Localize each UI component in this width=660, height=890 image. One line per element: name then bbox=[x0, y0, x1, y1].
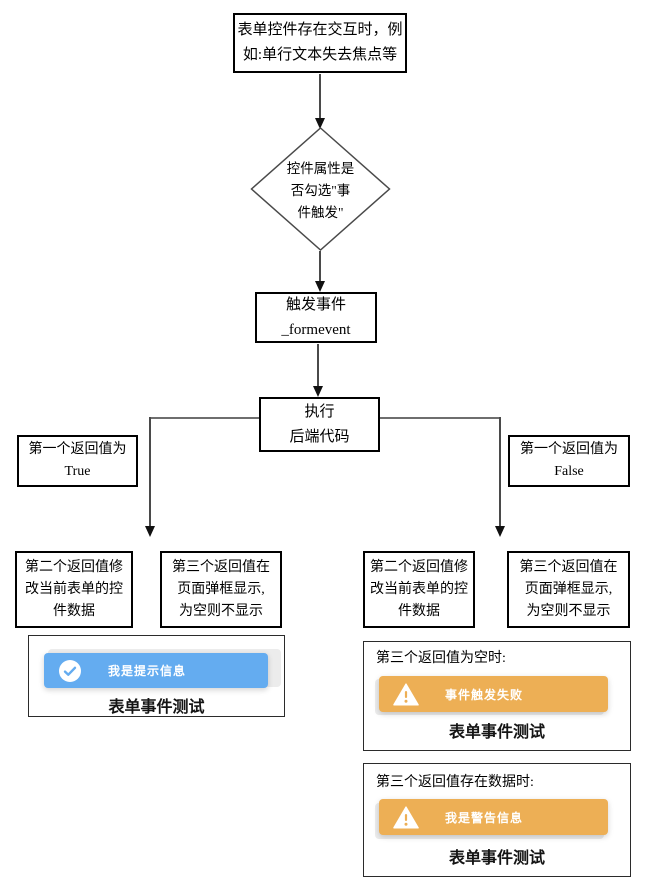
flow-node-true-third-return: 第三个返回值在 页面弹框显示, 为空则不显示 bbox=[160, 551, 282, 628]
flow-node-false-third-return: 第三个返回值在 页面弹框显示, 为空则不显示 bbox=[507, 551, 630, 628]
flow-node-false-second-return: 第二个返回值修 改当前表单的控 件数据 bbox=[363, 551, 475, 628]
arrowhead-start-decision bbox=[315, 118, 325, 129]
flow-node-false-second-return-text: 第二个返回值修 改当前表单的控 件数据 bbox=[370, 559, 468, 619]
arrowhead-branch-true bbox=[145, 526, 155, 537]
check-circle-icon bbox=[59, 659, 81, 682]
flow-node-trigger-text: 触发事件 _formevent bbox=[281, 296, 351, 338]
flow-node-true-label-text: 第一个返回值为 True bbox=[28, 442, 127, 479]
flow-node-false-label-text: 第一个返回值为 False bbox=[520, 442, 618, 479]
connector-branch-false-vertical bbox=[499, 417, 501, 526]
form-title: 表单事件测试 bbox=[108, 699, 205, 716]
form-title: 表单事件测试 bbox=[448, 724, 545, 741]
arrowhead-decision-trigger bbox=[315, 281, 325, 292]
connector-branch-false-horizontal bbox=[380, 417, 501, 419]
flow-node-true-second-return-text: 第二个返回值修 改当前表单的控 件数据 bbox=[25, 559, 123, 619]
connector-branch-true-vertical bbox=[149, 417, 151, 526]
decision-diamond-shape bbox=[250, 127, 391, 251]
arrowhead-branch-false bbox=[495, 526, 505, 537]
flow-node-true-second-return: 第二个返回值修 改当前表单的控 件数据 bbox=[15, 551, 133, 628]
connector-start-decision bbox=[319, 74, 321, 118]
flow-node-false-label: 第一个返回值为 False bbox=[508, 435, 630, 487]
connector-trigger-exec bbox=[317, 344, 319, 386]
panel-warn-data-example: 第三个返回值存在数据时: 我是警告信息 表单事件测试 bbox=[363, 763, 631, 877]
flow-node-start-text: 表单控件存在交互时，例 如:单行文本失去焦点等 bbox=[237, 22, 403, 63]
warning-toast: 我是警告信息 bbox=[379, 799, 608, 835]
info-toast-text: 我是提示信息 bbox=[108, 664, 187, 678]
panel-warn-empty-example: 第三个返回值为空时: 事件触发失败 表单事件测试 bbox=[363, 641, 631, 751]
flow-node-true-label: 第一个返回值为 True bbox=[17, 435, 138, 487]
connector-decision-trigger bbox=[319, 251, 321, 281]
panel-caption: 第三个返回值为空时: bbox=[376, 651, 506, 666]
flow-node-exec-text: 执行 后端代码 bbox=[289, 403, 350, 445]
panel-info-example: 我是提示信息 表单事件测试 bbox=[28, 635, 285, 717]
info-toast: 我是提示信息 bbox=[44, 653, 268, 688]
form-title: 表单事件测试 bbox=[448, 850, 545, 867]
warning-toast: 事件触发失败 bbox=[379, 676, 608, 712]
flow-node-start: 表单控件存在交互时，例 如:单行文本失去焦点等 bbox=[233, 13, 407, 73]
panel-caption: 第三个返回值存在数据时: bbox=[376, 775, 534, 790]
flow-node-false-third-return-text: 第三个返回值在 页面弹框显示, 为空则不显示 bbox=[519, 559, 618, 619]
flow-node-true-third-return-text: 第三个返回值在 页面弹框显示, 为空则不显示 bbox=[172, 559, 270, 619]
flow-node-trigger: 触发事件 _formevent bbox=[255, 292, 377, 343]
warning-toast-text: 我是警告信息 bbox=[445, 810, 524, 825]
arrowhead-trigger-exec bbox=[313, 386, 323, 397]
warning-triangle-icon bbox=[393, 805, 419, 829]
flow-node-exec: 执行 后端代码 bbox=[259, 397, 380, 452]
decision-diamond-text: 控件属性是 否勾选"事 件触发" bbox=[286, 161, 355, 220]
connector-branch-true-horizontal bbox=[150, 417, 259, 419]
warning-toast-text: 事件触发失败 bbox=[445, 687, 524, 702]
warning-triangle-icon bbox=[393, 682, 419, 706]
